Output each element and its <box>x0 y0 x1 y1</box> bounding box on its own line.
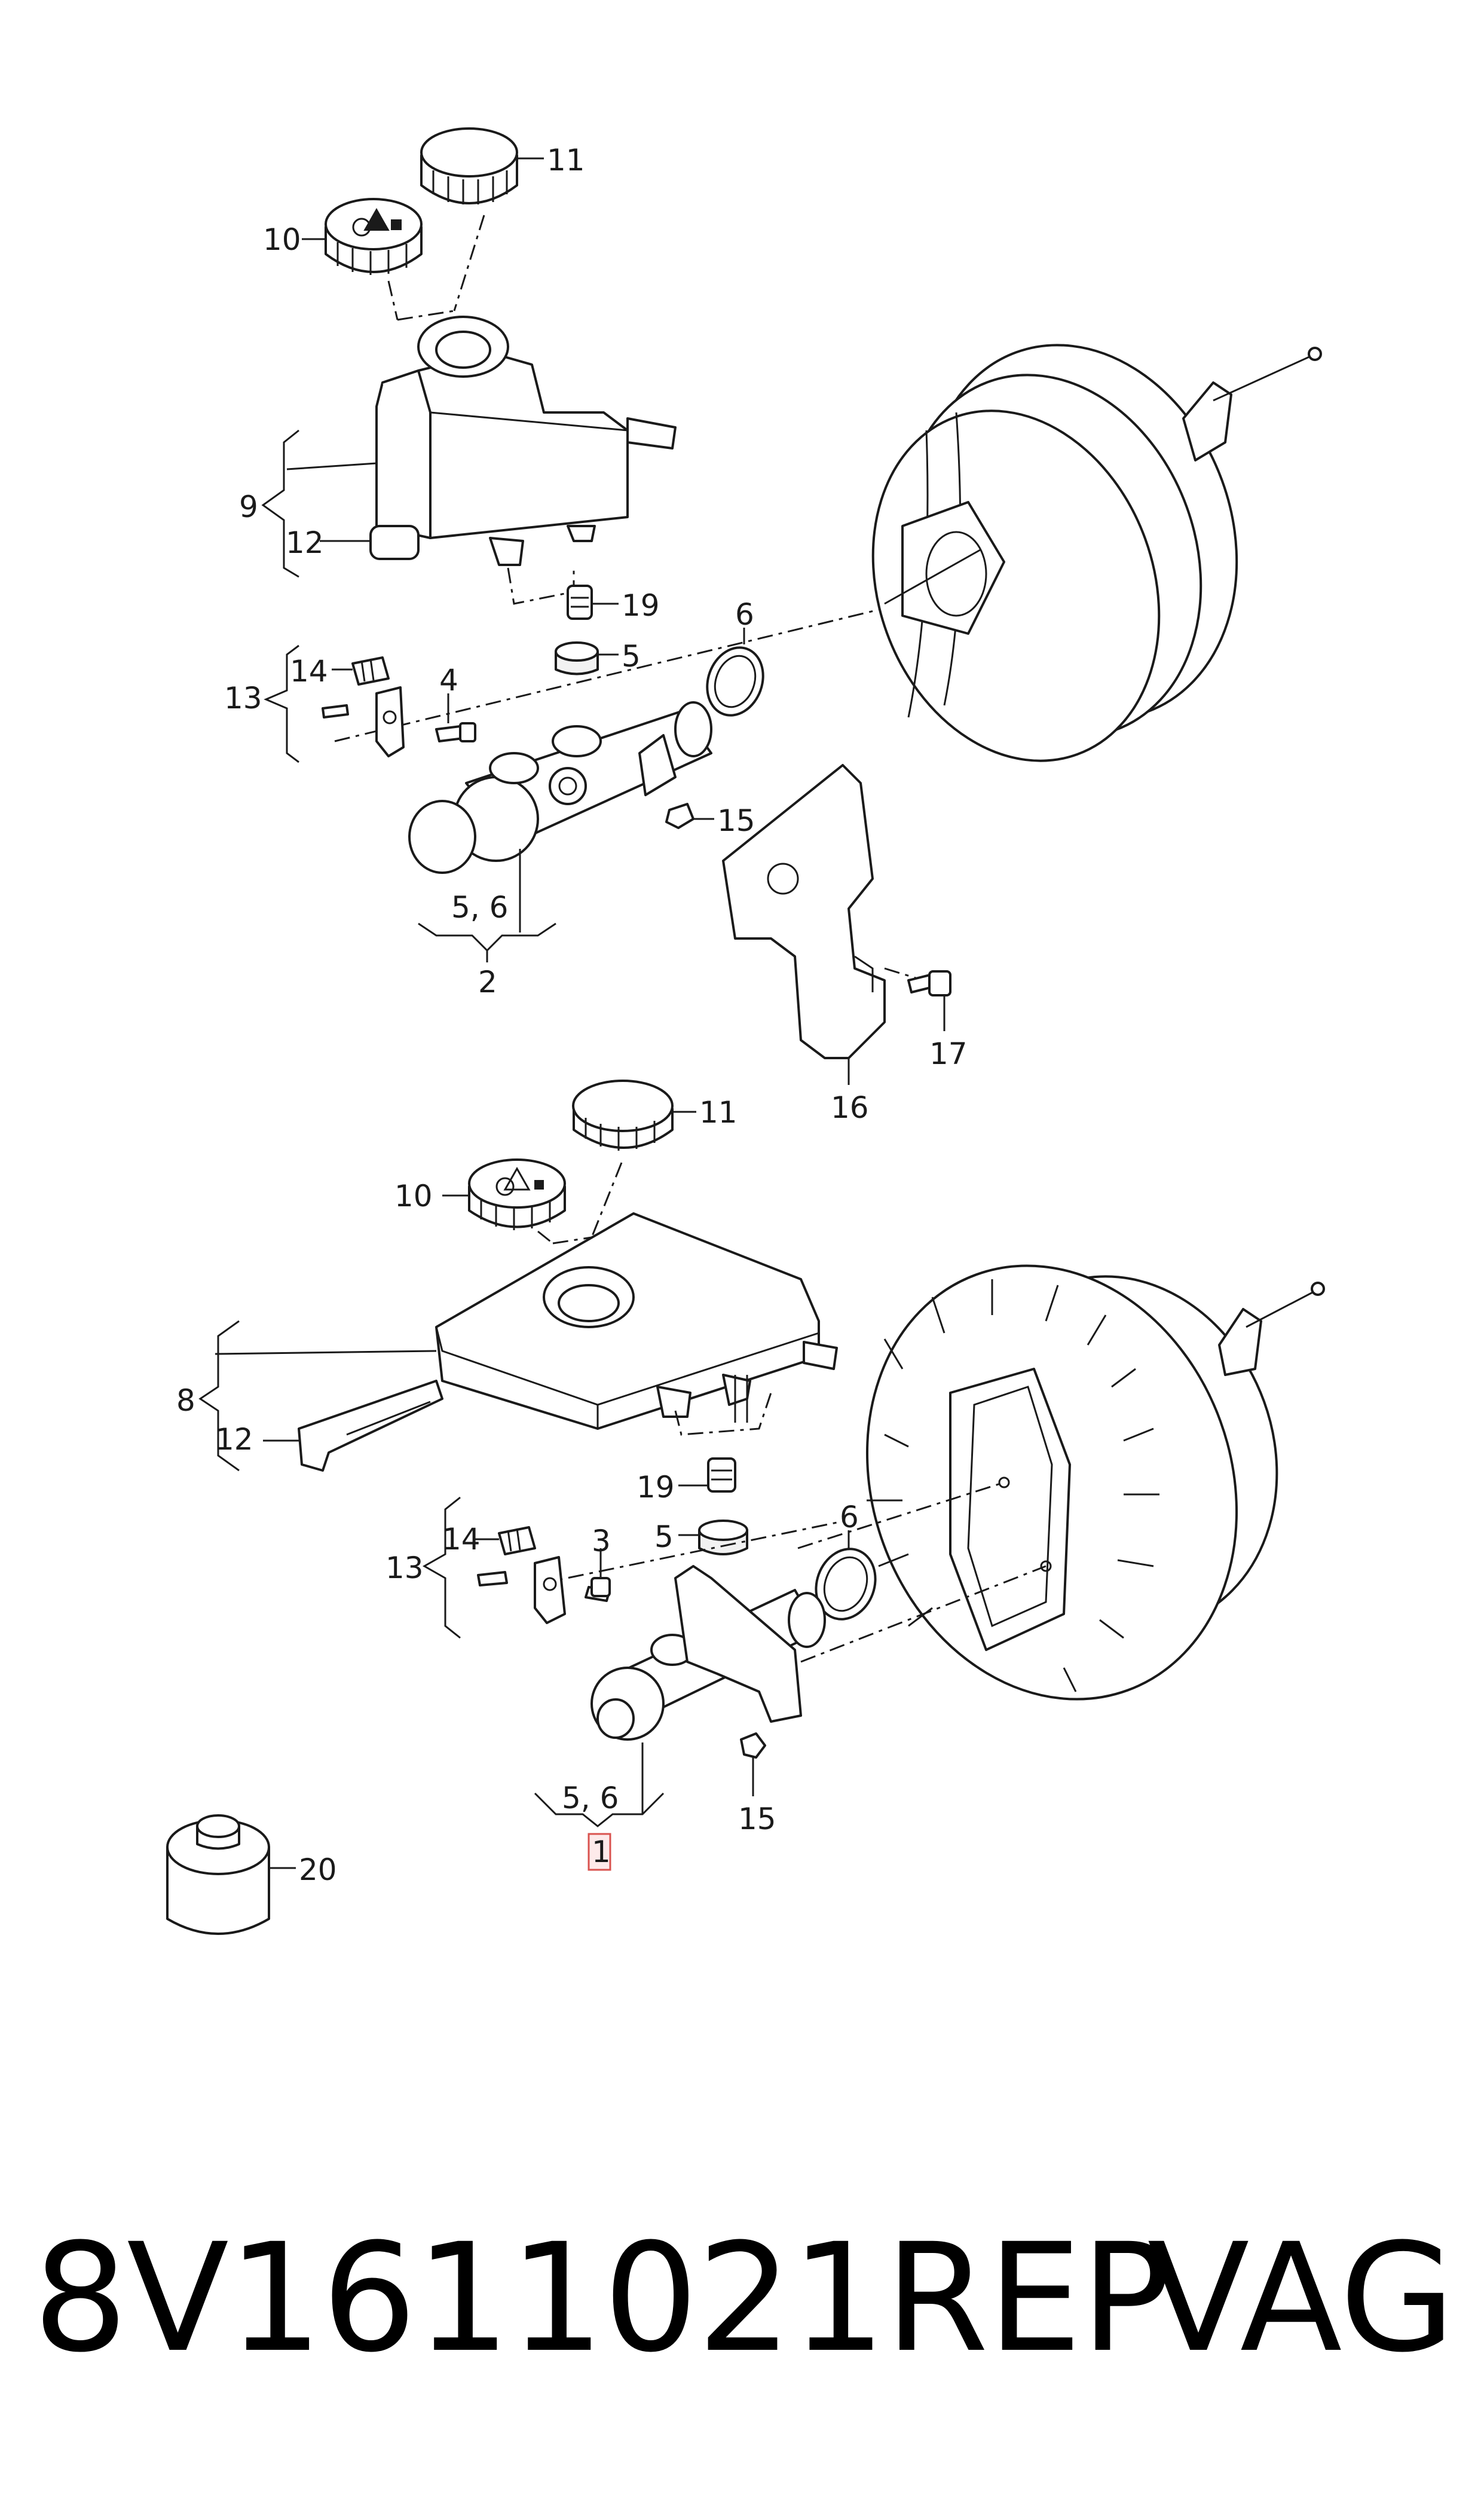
bolt-17 <box>907 970 951 996</box>
callout-14-top: 14 <box>290 654 328 689</box>
callout-11-bottom: 11 <box>699 1095 738 1130</box>
bottom-callouts: 11 10 8 12 19 6 5 14 3 13 5, 6 1 15 20 <box>176 1095 859 1887</box>
grommet-19-top <box>567 585 593 620</box>
o-ring-6-bottom <box>815 1548 877 1621</box>
reservoir-cap-warning-top <box>325 198 423 275</box>
callout-13-top: 13 <box>224 681 262 716</box>
callout-6-top: 6 <box>735 597 754 632</box>
brake-fluid-reservoir-bottom <box>435 1212 838 1430</box>
callout-14-bottom: 14 <box>442 1522 481 1557</box>
callout-11-top: 11 <box>547 143 585 178</box>
grommet-19-bottom <box>707 1457 736 1493</box>
part-number: 8V1611021REP <box>33 2211 1171 2385</box>
mounting-bracket-16 <box>722 764 886 1059</box>
callout-15-bottom: 15 <box>738 1802 776 1836</box>
callout-5-bottom: 5 <box>654 1520 674 1554</box>
part-20-container <box>166 1814 270 1935</box>
pressure-sensor-14-bottom <box>498 1526 536 1555</box>
brand-name: VAG <box>1147 2211 1455 2385</box>
callout-16: 16 <box>831 1090 869 1125</box>
bottom-assembly <box>166 1080 1325 1935</box>
callout-5-top: 5 <box>622 639 641 674</box>
callout-19-top: 19 <box>622 588 660 623</box>
callout-4: 4 <box>439 663 458 698</box>
highlighted-part-1-box <box>588 1833 611 1871</box>
part-info-footer: 8V1611021REP VAG <box>33 2212 1455 2385</box>
callout-19-bottom: 19 <box>637 1470 675 1505</box>
callout-9: 9 <box>239 490 258 524</box>
callout-12-bottom: 12 <box>215 1422 253 1457</box>
callout-3: 3 <box>592 1524 611 1558</box>
callout-12-top: 12 <box>286 525 324 560</box>
callout-6-bottom: 6 <box>840 1500 859 1534</box>
bolt-3 <box>585 1577 611 1602</box>
seal-5-top <box>555 641 599 675</box>
master-cylinder-bottom <box>590 1565 826 1741</box>
callout-10-top: 10 <box>263 222 301 257</box>
callout-15-top: 15 <box>717 803 755 838</box>
callout-10-bottom: 10 <box>394 1179 433 1213</box>
pressure-sensor-14-top <box>351 656 390 686</box>
top-callouts: 11 10 9 12 19 6 5 14 13 4 15 5, 6 2 17 1… <box>224 143 968 1125</box>
level-sensor-12-bottom <box>298 1380 443 1472</box>
o-ring-6-top <box>706 646 764 717</box>
brake-booster-bottom <box>865 1264 1325 1701</box>
bolt-4-top <box>435 722 476 742</box>
bracket-13-top <box>375 686 405 757</box>
bracket-13-bottom <box>534 1556 566 1624</box>
top-assembly <box>261 127 1322 1085</box>
reservoir-cap-plain-bottom <box>572 1080 674 1151</box>
reservoir-cap-warning-bottom <box>468 1158 566 1230</box>
brake-fluid-reservoir-top <box>369 316 677 566</box>
nut-15-top <box>665 803 694 829</box>
callout-13-bottom: 13 <box>385 1551 424 1585</box>
callout-20: 20 <box>299 1852 337 1887</box>
master-cylinder-top <box>408 701 712 874</box>
callout-17: 17 <box>929 1037 968 1071</box>
seal-5-bottom <box>698 1520 748 1555</box>
reservoir-cap-plain-top <box>420 127 518 204</box>
callout-5-6-bottom: 5, 6 <box>562 1781 619 1815</box>
callout-2: 2 <box>478 965 497 999</box>
brake-booster-top <box>871 344 1322 762</box>
callout-1: 1 <box>592 1835 611 1869</box>
callout-5-6-top: 5, 6 <box>451 890 508 925</box>
callout-8: 8 <box>176 1383 195 1418</box>
nut-15-bottom <box>740 1732 766 1759</box>
